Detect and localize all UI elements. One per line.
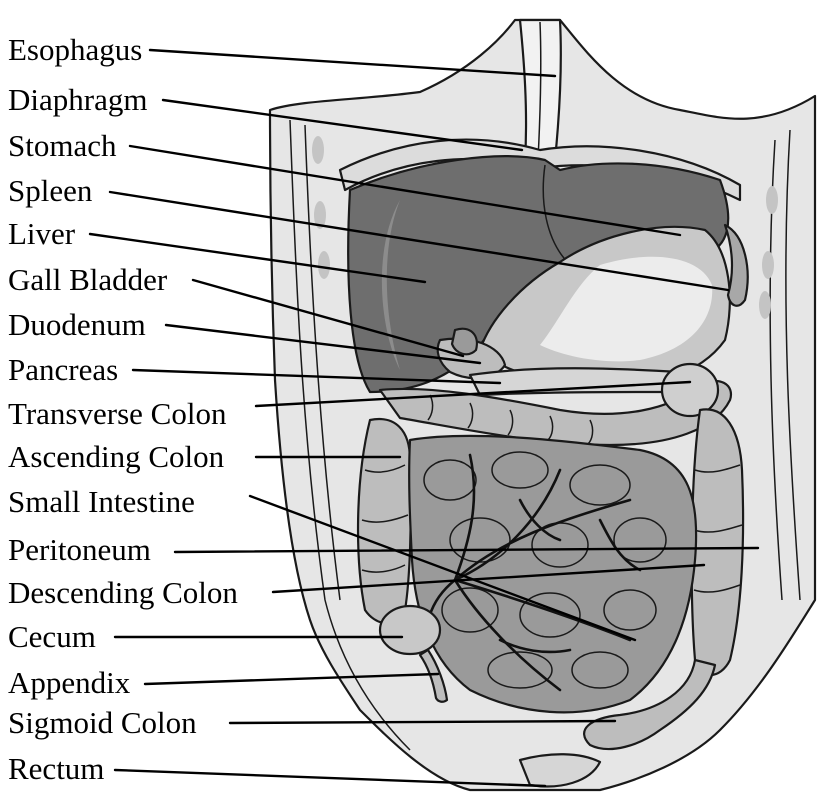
labels: Esophagus Diaphragm Stomach Spleen Liver… [8, 32, 238, 786]
label-ascending-colon: Ascending Colon [8, 439, 225, 474]
gall-bladder-shape [452, 329, 477, 355]
label-descending-colon: Descending Colon [8, 575, 238, 610]
descending-colon-shape [692, 409, 743, 675]
label-sigmoid-colon: Sigmoid Colon [8, 705, 197, 740]
pancreas-shape [470, 368, 684, 395]
label-pancreas: Pancreas [8, 352, 118, 387]
label-peritoneum: Peritoneum [8, 532, 151, 567]
anatomy-illustration [270, 20, 815, 790]
label-small-intestine: Small Intestine [8, 484, 195, 519]
label-spleen: Spleen [8, 173, 93, 208]
label-rectum: Rectum [8, 751, 104, 786]
label-transverse-colon: Transverse Colon [8, 396, 227, 431]
label-gall-bladder: Gall Bladder [8, 262, 168, 297]
cecum-shape [380, 606, 440, 654]
label-cecum: Cecum [8, 619, 96, 654]
label-stomach: Stomach [8, 128, 117, 163]
hepatic-flexure [662, 364, 718, 416]
label-esophagus: Esophagus [8, 32, 142, 67]
label-duodenum: Duodenum [8, 307, 146, 342]
label-liver: Liver [8, 216, 76, 251]
label-appendix: Appendix [8, 665, 131, 700]
label-diaphragm: Diaphragm [8, 82, 147, 117]
